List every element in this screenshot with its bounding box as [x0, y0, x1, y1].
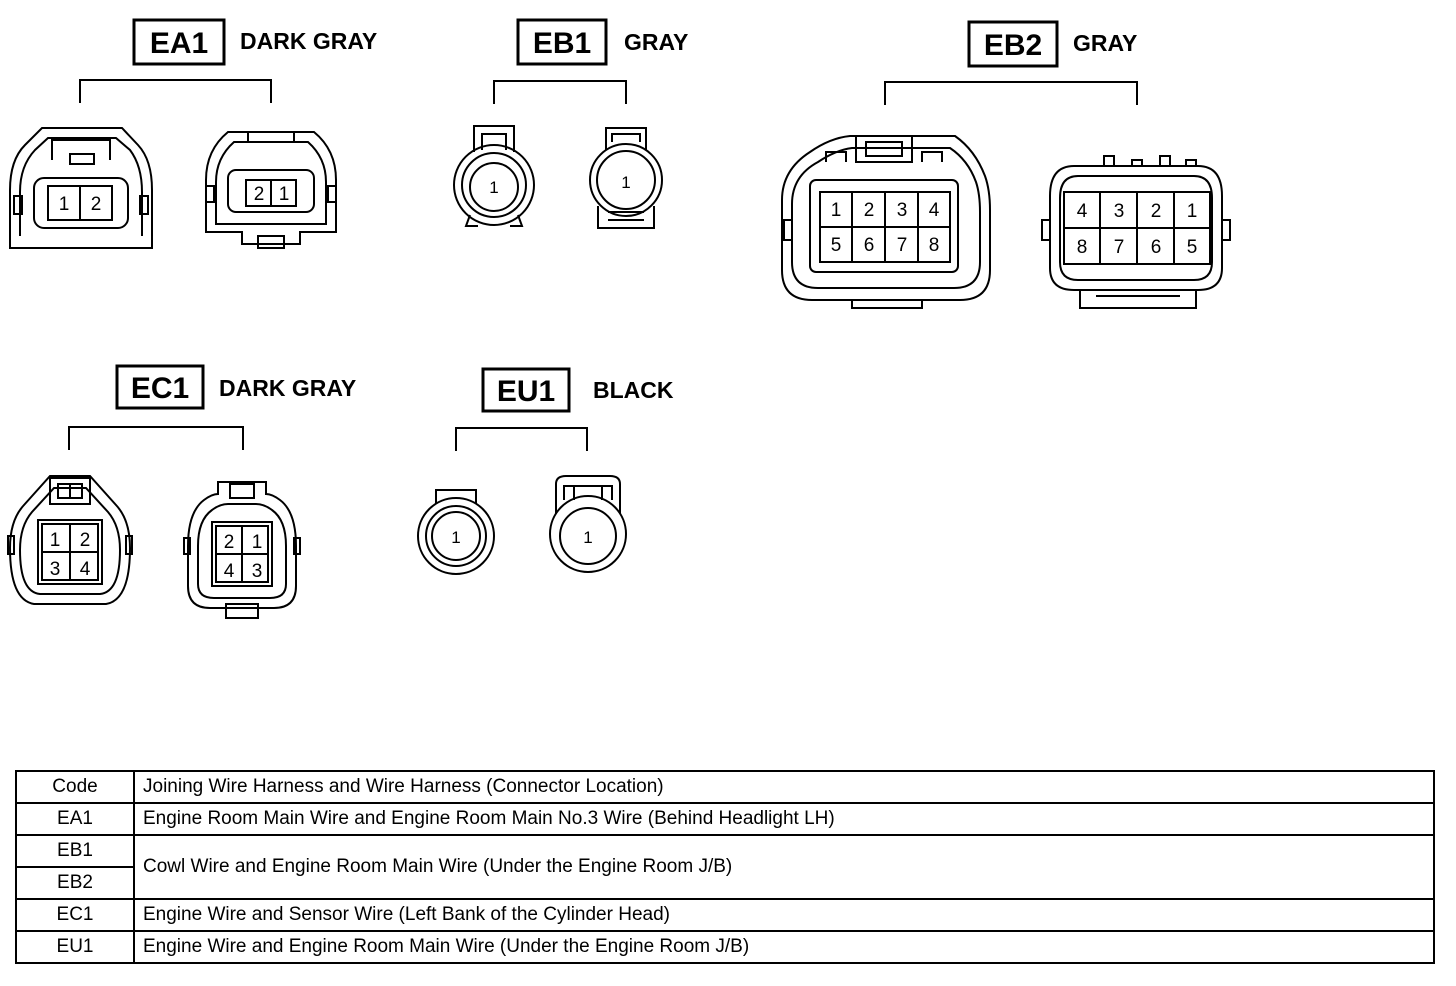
color-label-ec1: DARK GRAY — [219, 375, 356, 401]
code-box-eb2 — [967, 20, 1059, 68]
connector-location-table: Code Joining Wire Harness and Wire Harne… — [15, 770, 1435, 964]
housing-eu1-male: 1 — [549, 475, 627, 573]
code-box-ec1 — [115, 364, 205, 410]
color-label-eu1: BLACK — [593, 377, 674, 403]
table-header-row: Code Joining Wire Harness and Wire Harne… — [15, 770, 1435, 804]
pin-eu1-left-1: 1 — [451, 528, 460, 547]
pin-ea1-left-1: 1 — [59, 194, 70, 215]
table-cell-desc: Engine Wire and Sensor Wire (Left Bank o… — [133, 898, 1435, 932]
table-row: EU1 Engine Wire and Engine Room Main Wir… — [15, 930, 1435, 964]
pin-ec1-right-1: 1 — [252, 532, 263, 553]
table-cell-code: EC1 — [15, 898, 135, 932]
table-row: EB2 — [15, 866, 1434, 900]
pin-eb2-right-8: 8 — [1077, 237, 1088, 258]
color-label-eb1: GRAY — [624, 29, 688, 55]
table-cell-code: EA1 — [15, 802, 135, 836]
connector-ea1: EA1 DARK GRAY 1 2 2 — [9, 18, 377, 249]
pin-ec1-left-1: 1 — [50, 530, 61, 551]
code-box-eu1 — [481, 367, 571, 413]
code-label-ea1: EA1 — [150, 27, 208, 60]
pin-eb2-right-2: 2 — [1151, 201, 1162, 222]
connector-eb2: EB2 GRAY 1 2 3 4 5 6 7 8 — [781, 20, 1231, 309]
table-cell-code: EB2 — [15, 866, 135, 900]
code-box-eb1 — [516, 18, 608, 66]
code-label-eb1: EB1 — [533, 27, 591, 60]
code-label-eu1: EU1 — [497, 375, 555, 408]
pin-eb2-left-7: 7 — [897, 235, 908, 256]
housing-eb2-female: 1 2 3 4 5 6 7 8 — [781, 135, 991, 309]
table-row: EC1 Engine Wire and Sensor Wire (Left Ba… — [15, 898, 1435, 932]
housing-ea1-female: 1 2 — [9, 127, 153, 249]
pin-eb2-left-6: 6 — [864, 235, 875, 256]
color-label-eb2: GRAY — [1073, 30, 1137, 56]
connector-ec1: EC1 DARK GRAY 1 2 3 4 — [7, 364, 356, 619]
pin-eb2-left-3: 3 — [897, 200, 908, 221]
housing-eb1-male: 1 — [589, 127, 663, 229]
pin-eb2-right-3: 3 — [1114, 201, 1125, 222]
housing-eu1-female: 1 — [417, 489, 495, 575]
housing-ec1-male: 2 1 4 3 — [183, 481, 301, 619]
pin-eb2-left-5: 5 — [831, 235, 842, 256]
code-box-ea1 — [132, 18, 226, 66]
housing-ec1-female: 1 2 3 4 — [7, 475, 133, 605]
table-header-code: Code — [15, 770, 135, 804]
code-label-eb2: EB2 — [984, 29, 1042, 62]
table-cell-desc: Cowl Wire and Engine Room Main Wire (Und… — [133, 834, 1435, 900]
pin-ec1-right-3: 3 — [252, 561, 263, 582]
table-cell-code: EB1 — [15, 834, 135, 868]
pin-eb2-left-1: 1 — [831, 200, 842, 221]
pin-eb2-left-4: 4 — [929, 200, 940, 221]
connector-eu1: EU1 BLACK 1 1 — [417, 367, 674, 575]
pin-ec1-right-2: 2 — [224, 532, 235, 553]
table-cell-desc: Engine Room Main Wire and Engine Room Ma… — [133, 802, 1435, 836]
housing-eb1-female: 1 — [453, 125, 535, 227]
color-label-ea1: DARK GRAY — [240, 28, 377, 54]
bracket-eb1 — [493, 80, 627, 104]
pin-eb2-right-4: 4 — [1077, 201, 1088, 222]
pin-eb2-right-1: 1 — [1187, 201, 1198, 222]
bracket-ec1 — [68, 426, 244, 450]
code-label-ec1: EC1 — [131, 372, 189, 405]
housing-eb2-male: 4 3 2 1 8 7 6 5 — [1041, 155, 1231, 309]
table-row: EB1 Cowl Wire and Engine Room Main Wire … — [15, 834, 1435, 900]
table-row: EA1 Engine Room Main Wire and Engine Roo… — [15, 802, 1435, 836]
bracket-eu1 — [455, 427, 588, 451]
table-cell-code: EU1 — [15, 930, 135, 964]
pin-ec1-left-3: 3 — [50, 559, 61, 580]
pin-ec1-left-4: 4 — [80, 559, 91, 580]
bracket-eb2 — [884, 81, 1138, 105]
table-cell-desc: Engine Wire and Engine Room Main Wire (U… — [133, 930, 1435, 964]
pin-eu1-right-1: 1 — [583, 528, 592, 547]
pin-eb2-right-7: 7 — [1114, 237, 1125, 258]
pin-eb2-right-5: 5 — [1187, 237, 1198, 258]
pin-ec1-right-4: 4 — [224, 561, 235, 582]
pin-eb2-left-2: 2 — [864, 200, 875, 221]
table-header-location: Joining Wire Harness and Wire Harness (C… — [133, 770, 1435, 804]
pin-ea1-right-2: 2 — [254, 184, 265, 205]
pin-ea1-left-2: 2 — [91, 194, 102, 215]
bracket-ea1 — [79, 79, 272, 103]
pin-eb1-left-1: 1 — [489, 178, 498, 197]
pin-ea1-right-1: 1 — [279, 184, 290, 205]
pin-eb1-right-1: 1 — [621, 173, 630, 192]
pin-eb2-left-8: 8 — [929, 235, 940, 256]
housing-ea1-male: 2 1 — [205, 131, 337, 249]
connector-eb1: EB1 GRAY 1 1 — [453, 18, 688, 229]
pin-eb2-right-6: 6 — [1151, 237, 1162, 258]
pin-ec1-left-2: 2 — [80, 530, 91, 551]
